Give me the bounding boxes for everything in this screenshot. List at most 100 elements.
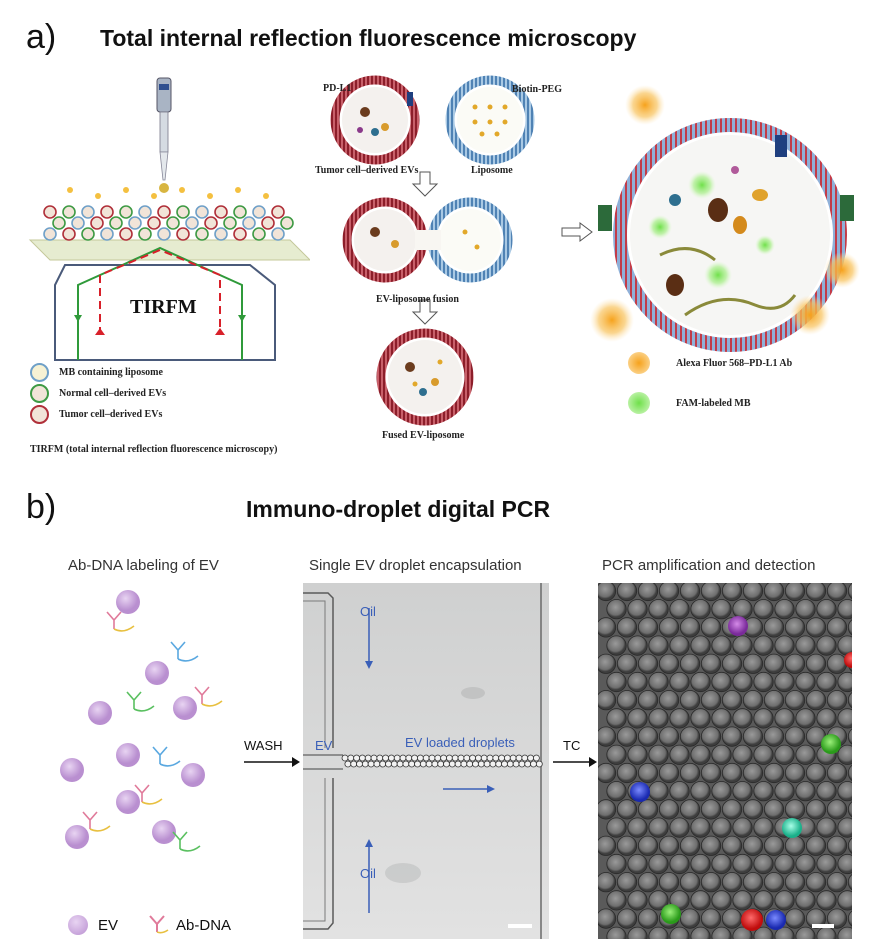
pcr-droplet	[658, 872, 680, 893]
ev-sphere	[152, 820, 176, 844]
legend-ab-label: Ab-DNA	[176, 916, 232, 934]
pcr-droplet	[627, 817, 648, 838]
pcr-droplet	[658, 799, 680, 820]
pcr-droplet	[763, 617, 785, 638]
droplet	[408, 760, 416, 768]
pcr-droplet	[711, 781, 732, 802]
pcr-droplet	[598, 872, 617, 893]
pcr-droplet	[598, 583, 617, 602]
pcr-droplet	[627, 744, 648, 765]
pcr-droplet	[690, 599, 711, 620]
tirfm-footnote: TIRFM (total internal reflection fluores…	[30, 444, 278, 455]
pcr-droplet	[679, 908, 701, 929]
ev-sphere	[116, 743, 140, 767]
pcr-droplet	[732, 890, 753, 911]
pcr-droplet	[648, 853, 669, 875]
droplet	[440, 754, 448, 762]
pcr-droplet	[795, 635, 816, 656]
pcr-droplet	[690, 853, 711, 875]
droplet	[527, 754, 535, 762]
green-beacon-icon	[628, 392, 650, 414]
pcr-droplet	[795, 853, 816, 875]
pcr-droplet	[742, 653, 764, 674]
pcr-droplet	[648, 781, 669, 802]
legend-item-tumor-evs: Tumor cell–derived EVs	[30, 404, 166, 425]
ev-particle	[109, 216, 123, 230]
droplet	[376, 754, 384, 762]
pcr-droplet	[742, 726, 764, 747]
pcr-droplet	[721, 835, 743, 856]
ev-particle	[242, 216, 256, 230]
pcr-droplet	[732, 926, 753, 939]
pcr-droplet	[606, 671, 627, 693]
droplet-encapsulation-title: Single EV droplet encapsulation	[309, 557, 522, 574]
right-arrow-icon	[561, 222, 593, 242]
pcr-droplet	[627, 890, 648, 911]
dna-tail	[159, 760, 181, 767]
tirfm-label: TIRFM	[130, 296, 197, 318]
pcr-droplet	[774, 890, 795, 911]
panel-b-legend: EV Ab-DNA	[68, 914, 231, 936]
pcr-droplet	[805, 653, 827, 674]
fluor-dot	[95, 193, 101, 199]
dna-tail	[179, 845, 201, 852]
legend-ev-label: EV	[98, 916, 119, 934]
pcr-droplet	[669, 599, 690, 620]
pcr-droplet	[700, 726, 722, 747]
pcr-droplet	[837, 599, 852, 620]
pd-l1-label: PD-L1	[323, 83, 352, 94]
droplet	[532, 754, 540, 762]
ev-particle	[214, 205, 228, 219]
normal-ev-icon	[30, 384, 49, 403]
antibody-mark	[134, 784, 150, 802]
droplet	[477, 760, 485, 768]
droplet	[353, 754, 360, 762]
pcr-droplet	[826, 835, 848, 856]
ev-particle	[252, 205, 266, 219]
ev-particle	[233, 227, 247, 241]
pcr-droplet	[784, 653, 806, 674]
pcr-droplet	[826, 617, 848, 638]
pcr-droplet	[669, 671, 690, 693]
oil-bottom-label: Oil	[360, 866, 376, 881]
pcr-droplet	[648, 708, 669, 729]
pcr-droplet	[700, 617, 722, 638]
ev-particle	[138, 227, 152, 241]
ev-particle	[128, 216, 142, 230]
droplet	[509, 754, 517, 762]
pcr-droplet	[826, 762, 848, 784]
ev-particle	[43, 205, 57, 219]
pcr-droplet	[784, 762, 806, 784]
pcr-droplet	[658, 653, 680, 674]
pcr-droplet	[658, 726, 680, 747]
pcr-droplet	[669, 817, 690, 838]
pcr-droplet	[606, 926, 627, 939]
pcr-droplet	[816, 635, 837, 656]
droplet	[486, 754, 494, 762]
droplet	[373, 760, 381, 768]
pcr-droplet	[690, 744, 711, 765]
pcr-droplets	[598, 583, 852, 939]
pcr-droplet	[648, 744, 669, 765]
wash-label: WASH	[244, 738, 283, 753]
pcr-detection-title: PCR amplification and detection	[602, 557, 816, 574]
droplet	[364, 754, 372, 762]
pcr-droplet	[669, 781, 690, 802]
fusion-label: EV-liposome fusion	[376, 294, 459, 305]
pcr-droplet	[637, 908, 659, 929]
pcr-droplet	[721, 690, 743, 711]
droplet	[483, 760, 491, 768]
pcr-droplet	[616, 653, 638, 674]
tumor-evs-label: Tumor cell–derived EVs	[315, 165, 419, 176]
pcr-droplet	[837, 708, 852, 729]
pcr-droplet	[711, 744, 732, 765]
pcr-droplet	[847, 619, 852, 636]
pcr-droplet	[616, 799, 638, 820]
green-droplet	[821, 734, 841, 754]
pcr-droplet	[616, 872, 638, 893]
pcr-droplet	[721, 799, 743, 820]
oil-top-label: Oil	[360, 604, 376, 619]
pcr-droplet	[763, 762, 785, 784]
pcr-droplet	[616, 617, 638, 638]
pcr-droplet	[711, 926, 732, 939]
